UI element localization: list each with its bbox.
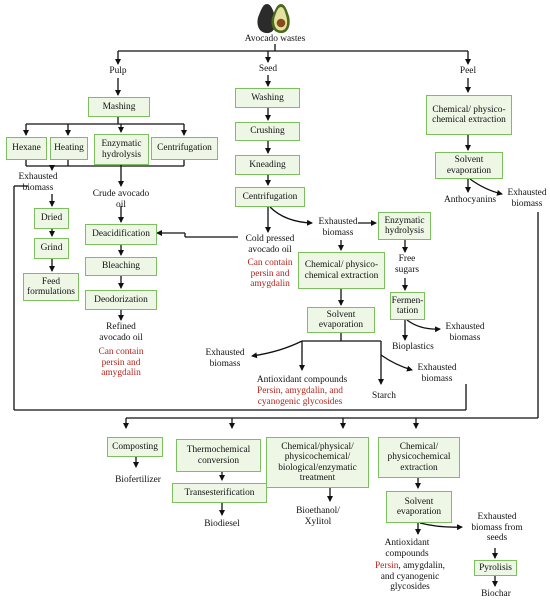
- free-sugars-label: Free sugars: [395, 254, 419, 275]
- antioxidant-final-note: Persin, amygdalin, and cyanogenic glycos…: [371, 561, 449, 593]
- cold-pressed-oil-note: Can contain persin and amygdalin: [247, 258, 293, 290]
- refined-oil-note: Can contain persin and amygdalin: [98, 347, 144, 379]
- biofertilizer-label: Biofertilizer: [115, 475, 161, 485]
- solvent-evaporation-final-box: Solvent evaporation: [386, 491, 452, 523]
- crude-oil-label: Crude avocado oil: [92, 189, 150, 210]
- washing-box: Washing: [235, 88, 300, 108]
- biochar-label: Biochar: [481, 589, 511, 599]
- seed-label: Seed: [258, 64, 278, 74]
- crushing-box: Crushing: [235, 122, 300, 141]
- composting-box: Composting: [107, 437, 163, 457]
- hexane-box: Hexane: [6, 137, 47, 160]
- antioxidant-final-note-rest: , amygdalin, and cyanogenic glycosides: [380, 561, 446, 593]
- peel-label: Peel: [459, 66, 477, 76]
- anthocyanins-label: Anthocyanins: [443, 195, 497, 205]
- exhausted-biomass-seed-label: Exhausted biomass: [318, 217, 358, 238]
- pulp-label: Pulp: [109, 66, 127, 76]
- exhausted-biomass-mid-label: Exhausted biomass: [417, 363, 457, 384]
- enzymatic-hydrolysis-pulp-box: Enzymatic hydrolysis: [94, 134, 149, 165]
- bioplastics-label: Bioplastics: [392, 342, 434, 352]
- feed-formulations-box: Feed formulations: [23, 273, 79, 301]
- deacidification-box: Deacidification: [85, 224, 157, 245]
- exhausted-biomass-fermentation-label: Exhausted biomass: [445, 322, 485, 343]
- antioxidant-final-note-persin: Persin: [374, 561, 399, 571]
- heating-box: Heating: [50, 137, 88, 160]
- bioethanol-xylitol-label: Bioethanol/ Xylitol: [296, 506, 340, 527]
- thermochemical-box: Thermochemical conversion: [176, 439, 261, 472]
- enzymatic-hydrolysis-seed-box: Enzymatic hydrolysis: [378, 212, 431, 240]
- refined-oil-label: Refined avocado oil: [99, 322, 143, 343]
- transesterification-box: Transesterification: [172, 483, 267, 503]
- centrifugation-seed-box: Centrifugation: [235, 187, 305, 207]
- cold-pressed-oil-label: Cold pressed avocado oil: [245, 234, 295, 255]
- exhausted-biomass-peel-label: Exhausted biomass: [507, 188, 547, 209]
- centrifugation-pulp-box: Centrifugation: [151, 137, 218, 160]
- antioxidant-label: Antioxidant compounds: [256, 375, 348, 385]
- chemical-extraction-final-box: Chemical/ physicochemical extraction: [378, 437, 460, 478]
- solvent-evaporation-seed-box: Solvent evaporation: [307, 307, 375, 333]
- exhausted-biomass-left-label: Exhausted biomass: [205, 348, 245, 369]
- bleaching-box: Bleaching: [85, 257, 157, 276]
- fermentation-box: Fermen- tation: [390, 292, 425, 320]
- solvent-evaporation-peel-box: Solvent evaporation: [435, 152, 503, 179]
- chemical-extraction-peel-box: Chemical/ physico-chemical extraction: [426, 95, 512, 135]
- antioxidant-note: Persin, amygdalin, and cyanogenic glycos…: [257, 386, 343, 407]
- biodiesel-label: Biodiesel: [204, 519, 240, 529]
- starch-label: Starch: [372, 391, 396, 401]
- exhausted-biomass-pulp-label: Exhausted biomass: [18, 172, 58, 193]
- deodorization-box: Deodorization: [85, 290, 157, 310]
- antioxidant-final-label: Antioxidant compounds: [384, 538, 430, 559]
- pyrolisis-box: Pyrolisis: [474, 560, 517, 576]
- kneading-box: Kneading: [235, 155, 300, 175]
- chemical-extraction-seed-box: Chemical/ physico-chemical extraction: [298, 252, 385, 289]
- avocado-icon: [257, 4, 290, 34]
- avocado-wastes-label: Avocado wastes: [244, 34, 306, 44]
- dried-box: Dried: [34, 208, 69, 229]
- exhausted-biomass-seeds-label: Exhausted biomass from seeds: [471, 512, 523, 544]
- chemical-biological-treatment-box: Chemical/physical/ physicochemical/ biol…: [266, 437, 369, 488]
- mashing-box: Mashing: [88, 97, 150, 117]
- grind-box: Grind: [34, 238, 69, 259]
